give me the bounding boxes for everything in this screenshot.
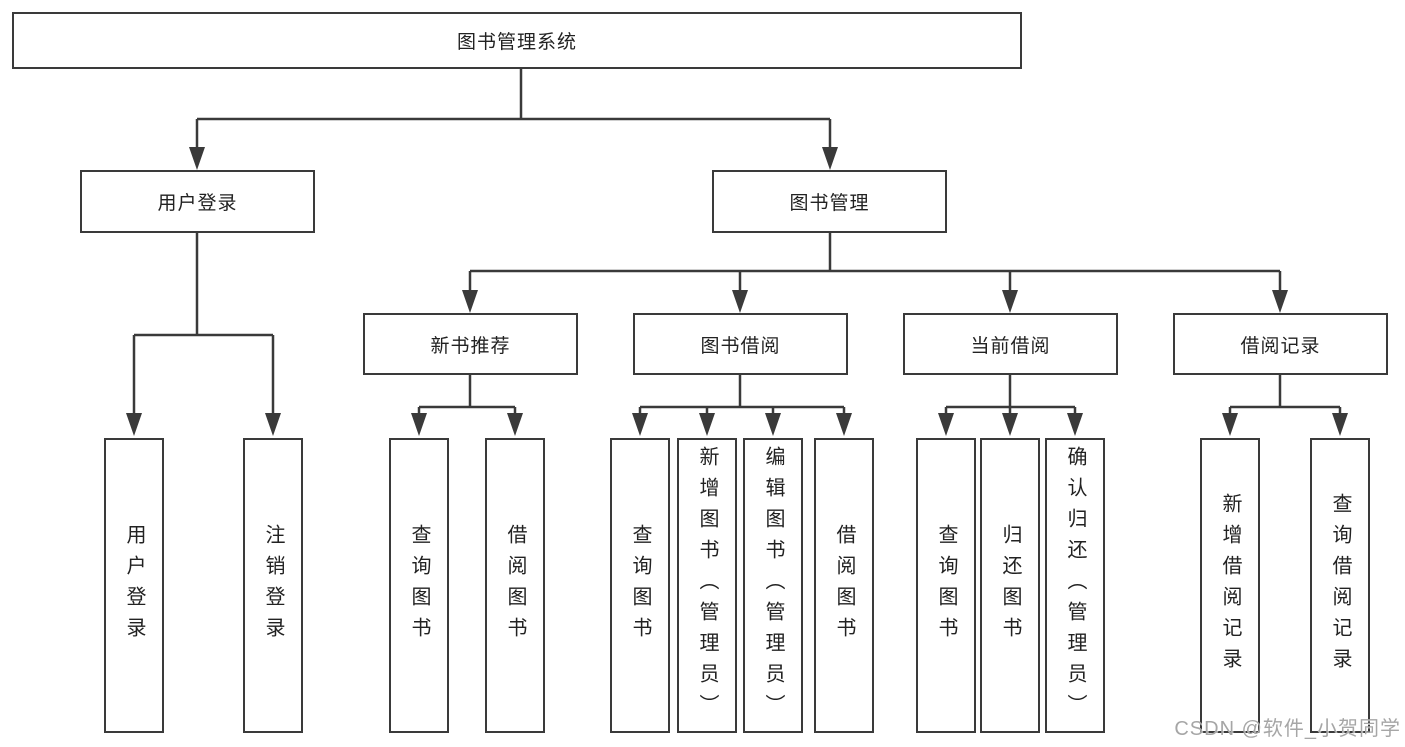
leaf-confirm-return-admin: 确认归还（管理员） <box>1045 438 1105 733</box>
node-book-borrowing: 图书借阅 <box>633 313 848 375</box>
node-book-management: 图书管理 <box>712 170 947 233</box>
leaf-user-login: 用户登录 <box>104 438 164 733</box>
node-current-borrowing: 当前借阅 <box>903 313 1118 375</box>
node-new-book-recommend-label: 新书推荐 <box>430 335 511 357</box>
node-new-book-recommend: 新书推荐 <box>363 313 578 375</box>
node-root: 图书管理系统 <box>12 12 1022 69</box>
leaf-query-borrow-record-label: 查询借阅记录 <box>1329 492 1351 679</box>
leaf-user-login-label: 用户登录 <box>123 523 145 648</box>
leaf-query-book-borrowing-label: 查询图书 <box>629 523 651 648</box>
node-borrowing-records: 借阅记录 <box>1173 313 1388 375</box>
node-book-borrowing-label: 图书借阅 <box>700 335 781 357</box>
leaf-query-book-current-label: 查询图书 <box>935 523 957 648</box>
leaf-query-book-recommend-label: 查询图书 <box>408 523 430 648</box>
leaf-add-book-admin-label: 新增图书（管理员） <box>696 446 718 725</box>
leaf-query-book-borrowing: 查询图书 <box>610 438 670 733</box>
leaf-logout-login: 注销登录 <box>243 438 303 733</box>
csdn-watermark: CSDN @软件_小贺同学 <box>1174 718 1401 740</box>
leaf-return-book: 归还图书 <box>980 438 1040 733</box>
leaf-borrow-book-borrowing: 借阅图书 <box>814 438 874 733</box>
node-current-borrowing-label: 当前借阅 <box>970 335 1051 357</box>
arrowhead-icons <box>126 147 1348 436</box>
leaf-borrow-book-borrowing-label: 借阅图书 <box>833 523 855 648</box>
node-root-label: 图书管理系统 <box>456 32 577 53</box>
leaf-query-book-current: 查询图书 <box>916 438 976 733</box>
leaf-edit-book-admin-label: 编辑图书（管理员） <box>762 446 784 725</box>
leaf-add-borrow-record: 新增借阅记录 <box>1200 438 1260 733</box>
leaf-logout-login-label: 注销登录 <box>262 523 284 648</box>
leaf-borrow-book-recommend-label: 借阅图书 <box>504 523 526 648</box>
node-user-login-label: 用户登录 <box>157 193 238 214</box>
node-book-management-label: 图书管理 <box>789 193 870 214</box>
leaf-edit-book-admin: 编辑图书（管理员） <box>743 438 803 733</box>
leaf-return-book-label: 归还图书 <box>999 523 1021 648</box>
leaf-query-book-recommend: 查询图书 <box>389 438 449 733</box>
leaf-add-borrow-record-label: 新增借阅记录 <box>1219 492 1241 679</box>
leaf-borrow-book-recommend: 借阅图书 <box>485 438 545 733</box>
node-borrowing-records-label: 借阅记录 <box>1240 335 1321 357</box>
leaf-query-borrow-record: 查询借阅记录 <box>1310 438 1370 733</box>
node-user-login: 用户登录 <box>80 170 315 233</box>
leaf-confirm-return-admin-label: 确认归还（管理员） <box>1064 446 1086 725</box>
leaf-add-book-admin: 新增图书（管理员） <box>677 438 737 733</box>
connector-lines <box>132 69 1342 414</box>
